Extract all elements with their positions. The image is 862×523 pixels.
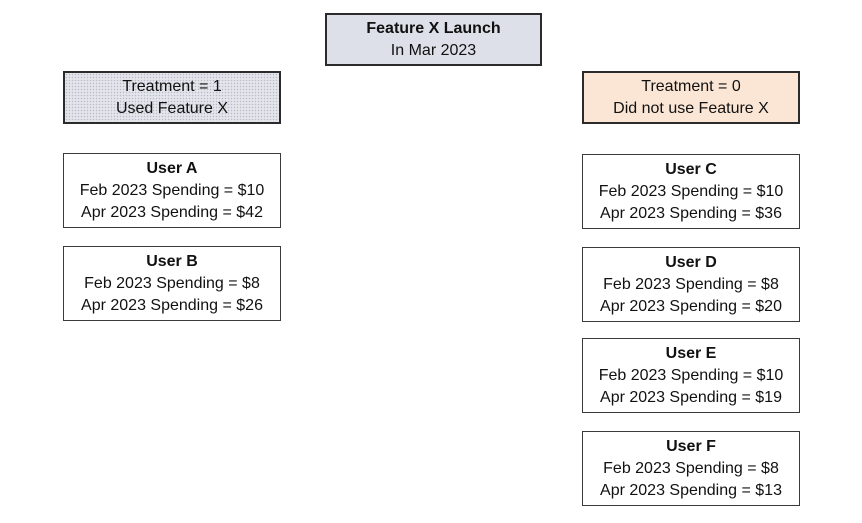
user-card-b: User B Feb 2023 Spending = $8 Apr 2023 S… bbox=[63, 246, 281, 321]
apr-spending: Apr 2023 Spending = $13 bbox=[600, 481, 782, 499]
feb-spending: Feb 2023 Spending = $8 bbox=[603, 275, 779, 293]
feb-spending: Feb 2023 Spending = $10 bbox=[79, 181, 265, 199]
apr-spending: Apr 2023 Spending = $26 bbox=[81, 296, 263, 314]
control-group-header: Treatment = 0 Did not use Feature X bbox=[582, 71, 800, 124]
user-card-e: User E Feb 2023 Spending = $10 Apr 2023 … bbox=[582, 338, 800, 413]
apr-spending: Apr 2023 Spending = $42 bbox=[81, 203, 263, 221]
user-card-c: User C Feb 2023 Spending = $10 Apr 2023 … bbox=[582, 154, 800, 229]
treatment-group-label: Treatment = 1 bbox=[122, 77, 222, 95]
user-name: User C bbox=[665, 160, 717, 178]
feature-launch-title: Feature X Launch bbox=[366, 19, 501, 37]
treatment-group-header: Treatment = 1 Used Feature X bbox=[63, 71, 281, 124]
treatment-group-description: Used Feature X bbox=[115, 99, 229, 117]
user-card-f: User F Feb 2023 Spending = $8 Apr 2023 S… bbox=[582, 431, 800, 506]
feb-spending: Feb 2023 Spending = $8 bbox=[603, 459, 779, 477]
feature-launch-box: Feature X Launch In Mar 2023 bbox=[325, 13, 542, 66]
user-name: User F bbox=[666, 437, 716, 455]
user-name: User D bbox=[665, 253, 717, 271]
user-card-a: User A Feb 2023 Spending = $10 Apr 2023 … bbox=[63, 153, 281, 228]
apr-spending: Apr 2023 Spending = $36 bbox=[600, 204, 782, 222]
control-group-label: Treatment = 0 bbox=[641, 77, 741, 95]
user-card-d: User D Feb 2023 Spending = $8 Apr 2023 S… bbox=[582, 247, 800, 322]
user-name: User E bbox=[665, 344, 717, 362]
user-name: User A bbox=[146, 159, 198, 177]
feb-spending: Feb 2023 Spending = $10 bbox=[598, 182, 784, 200]
apr-spending: Apr 2023 Spending = $19 bbox=[600, 388, 782, 406]
user-name: User B bbox=[146, 252, 198, 270]
control-group-description: Did not use Feature X bbox=[613, 99, 769, 117]
apr-spending: Apr 2023 Spending = $20 bbox=[600, 297, 782, 315]
feature-launch-date: In Mar 2023 bbox=[390, 41, 477, 59]
feb-spending: Feb 2023 Spending = $10 bbox=[598, 366, 784, 384]
feb-spending: Feb 2023 Spending = $8 bbox=[84, 274, 260, 292]
